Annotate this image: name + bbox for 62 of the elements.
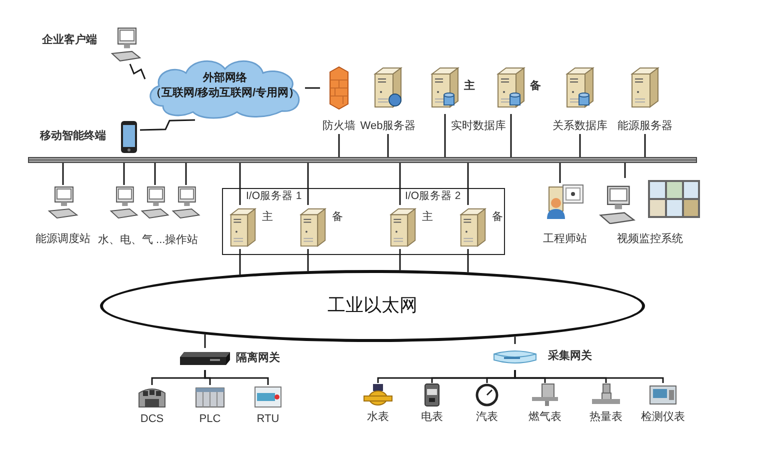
device-label: 水表	[366, 411, 390, 424]
role-label: 备	[332, 211, 343, 224]
connector-line	[307, 163, 309, 205]
connector-line	[579, 134, 581, 157]
connector-line	[510, 114, 512, 157]
connector-line	[514, 336, 516, 344]
device-label: 能源服务器	[616, 120, 674, 133]
device-label: 视频监控系统	[616, 233, 684, 246]
connector-line	[338, 134, 340, 157]
network-bus	[28, 157, 697, 163]
connector-line	[204, 334, 206, 348]
device-label: 电表	[420, 411, 444, 424]
device-label: DCS	[139, 413, 165, 426]
server-group-frame	[222, 188, 505, 255]
device-label: 工程师站	[542, 233, 588, 246]
connector-line	[467, 249, 469, 272]
role-label: 主	[422, 211, 433, 224]
device-label: Web服务器	[359, 120, 417, 133]
connector-line	[644, 134, 646, 157]
connector-line	[399, 163, 401, 205]
connector-line	[204, 370, 269, 385]
connector-line	[123, 163, 125, 185]
network-label: 工业以太网	[326, 295, 418, 317]
device-label: 关系数据库	[552, 120, 608, 133]
connector-line	[154, 163, 156, 185]
device-label: 汽表	[475, 411, 499, 424]
caption-label: 水、电、气 ...操作站	[98, 234, 198, 247]
terminal-label: 移动智能终端	[40, 130, 106, 143]
connector-line	[307, 249, 309, 272]
device-label: PLC	[198, 413, 222, 426]
device-label: RTU	[256, 413, 280, 426]
wireless-link	[129, 64, 146, 80]
role-label: 主	[262, 211, 273, 224]
group-label: I/O服务器 1	[246, 190, 302, 203]
role-label: 备	[530, 80, 541, 93]
role-label: 主	[464, 80, 475, 93]
connector-line	[305, 87, 320, 89]
connector-line	[559, 163, 561, 183]
cloud-label: 外部网络	[202, 72, 248, 85]
cloud-label: （互联网/移动互联网/专用网）	[149, 87, 301, 100]
connector-line	[624, 163, 626, 178]
device-label: 热量表	[588, 411, 624, 424]
device-label: 检测仪表	[640, 411, 686, 424]
ethernet-ellipse	[100, 270, 645, 342]
caption-label: 实时数据库	[451, 120, 506, 133]
group-label: I/O服务器 2	[405, 190, 461, 203]
connector-line	[62, 163, 64, 185]
connector-line	[444, 114, 446, 157]
wireless-link	[140, 119, 196, 131]
role-label: 备	[492, 211, 503, 224]
connector-line	[239, 163, 241, 205]
gateway-label: 采集网关	[548, 350, 592, 363]
client-label: 企业客户端	[42, 34, 97, 47]
device-label: 防火墙	[322, 120, 356, 133]
gateway-label: 隔离网关	[236, 352, 280, 365]
connector-line	[467, 163, 469, 205]
connector-line	[185, 163, 187, 185]
device-label: 能源调度站	[34, 233, 92, 246]
connector-line	[399, 249, 401, 270]
connector-line	[239, 249, 241, 275]
connector-line	[387, 134, 389, 157]
device-label: 燃气表	[528, 411, 562, 424]
